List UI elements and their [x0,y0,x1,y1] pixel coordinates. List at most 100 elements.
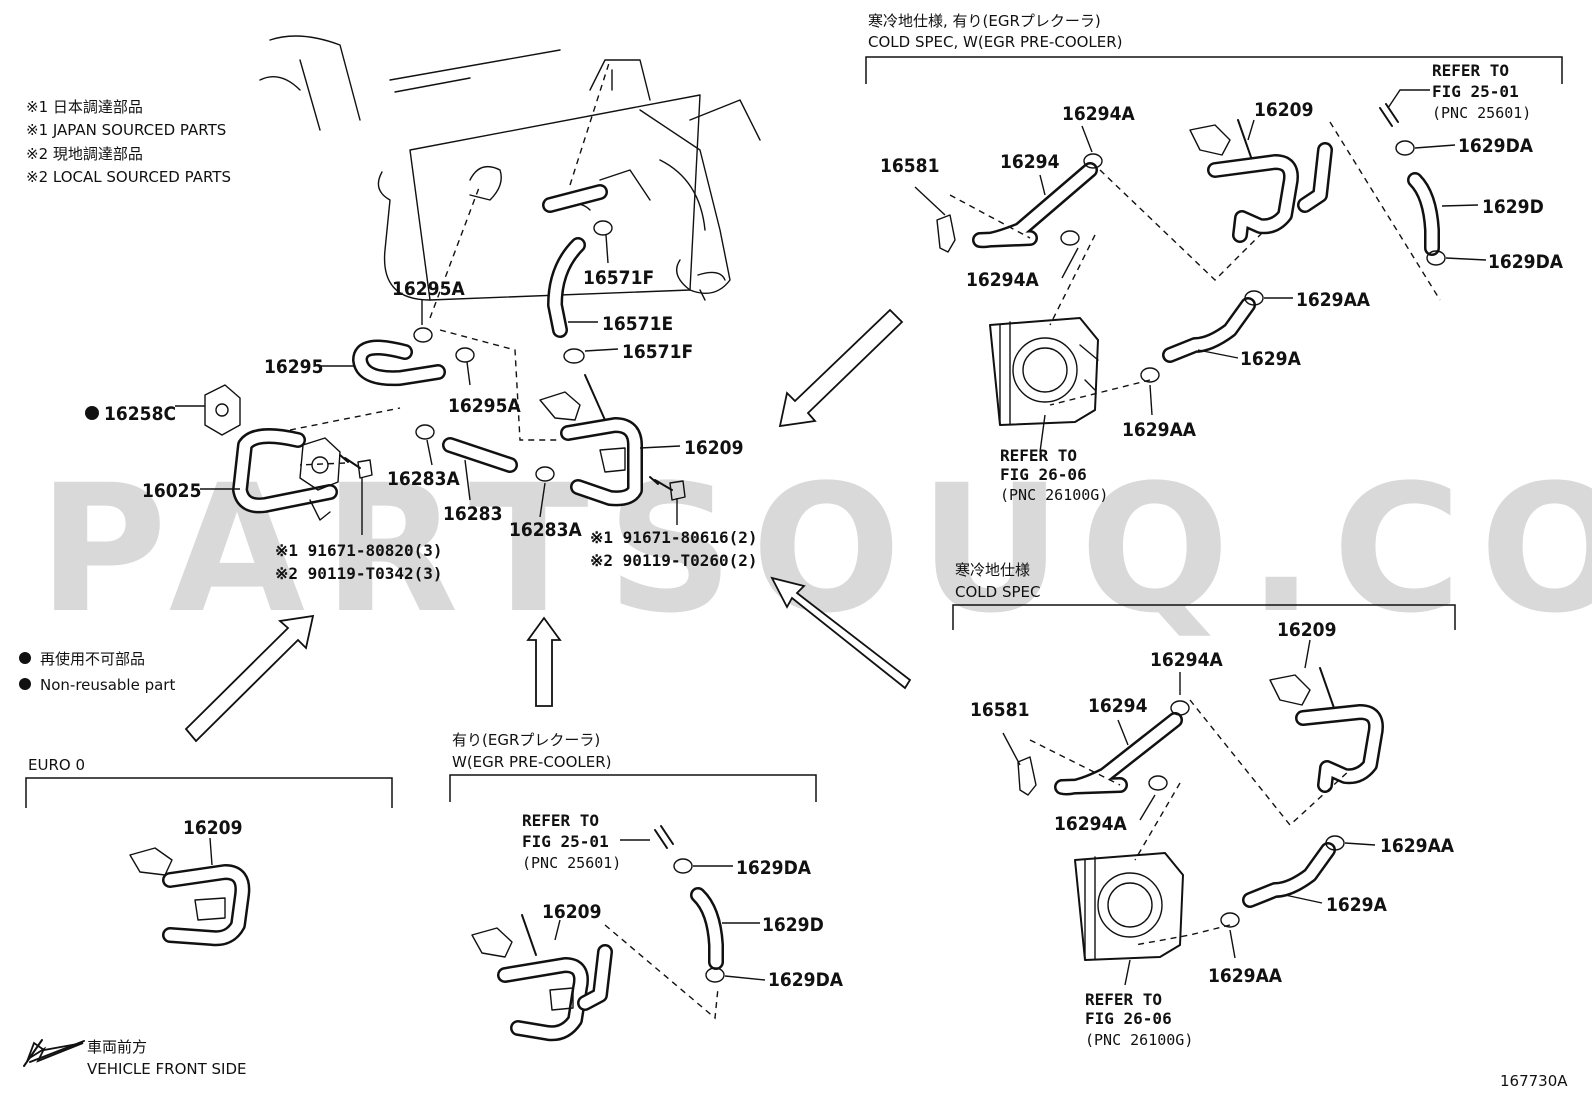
part-16283: 16283 [443,503,502,525]
section-cold-title-jp: 寒冷地仕様 [955,561,1030,579]
cold-part-16294A-bottom: 16294A [1054,813,1127,835]
arrow-cold-egr [778,308,904,428]
arrow-euro0 [184,614,315,743]
legend: ※1 日本調達部品 ※1 JAPAN SOURCED PARTS ※2 現地調達… [19,98,1568,1090]
direction-arrows [23,308,912,1067]
pipe-16025 [204,384,341,521]
cold-egr-refer-2: FIG 26-06 [1000,465,1087,484]
section-cold-egr: 寒冷地仕様, 有り(EGRプレクーラ) COLD SPEC, W(EGR PRE… [865,12,1564,504]
egr-refer-1: REFER TO [522,811,599,830]
cold-egr-part-1629A: 1629A [1240,348,1302,370]
cold-egr-refer-3: (PNC 26100G) [1000,486,1108,504]
section-bracket [865,56,1563,84]
hose-16295 [352,327,475,387]
non-reusable-dot-icon [19,652,31,664]
bolt-right [649,476,686,501]
cold-refer-2: FIG 26-06 [1085,1009,1172,1028]
pipe-16209-main [539,374,643,507]
part-16571F-top: 16571F [583,267,654,289]
figure-number: 167730A [1500,1072,1568,1090]
section-bracket [952,604,1456,630]
legend-nonreuse-jp: 再使用不可部品 [40,650,145,668]
legend-en1: ※1 JAPAN SOURCED PARTS [26,121,226,139]
arrow-cold [770,576,912,690]
cold-part-16294A-top: 16294A [1150,649,1223,671]
part-16025: 16025 [142,480,201,502]
egr-part-1629DA-bottom: 1629DA [768,969,844,991]
bolt-right-jp: ※1 91671-80616(2) [590,528,758,547]
legend-nonreuse-en: Non-reusable part [40,676,175,694]
section-bracket [25,777,393,808]
cold-egr-part-1629DA-bottom: 1629DA [1488,251,1564,273]
legend-en2: ※2 LOCAL SOURCED PARTS [26,168,231,186]
part-16295: 16295 [264,356,323,378]
non-reusable-dot-icon [19,678,31,690]
egr-part-16209: 16209 [542,901,601,923]
section-euro0: EURO 0 16209 [25,756,393,947]
section-bracket [449,774,817,802]
legend-jp2: ※2 現地調達部品 [26,145,143,163]
section-egr: 有り(EGRプレクーラ) W(EGR PRE-COOLER) REFER TO … [449,731,844,1042]
legend-jp1: ※1 日本調達部品 [26,98,143,116]
part-16295A-bottom: 16295A [448,395,521,417]
arrow-egr [526,616,562,707]
hose-16571 [542,184,613,364]
cold-egr-part-1629AA-top: 1629AA [1296,289,1371,311]
part-16571F-bottom: 16571F [622,341,693,363]
cold-egr-part-16294A-bottom: 16294A [966,269,1039,291]
cold-egr-part-16294A-top: 16294A [1062,103,1135,125]
cold-egr-part-16209: 16209 [1254,99,1313,121]
cold-refer-1: REFER TO [1085,990,1162,1009]
bolt-left-jp: ※1 91671-80820(3) [275,541,443,560]
main-part-labels: 16295A 16295 16295A 16258C 16025 16571F … [85,267,758,583]
section-euro0-title: EURO 0 [28,756,85,774]
section-cold-egr-title-en: COLD SPEC, W(EGR PRE-COOLER) [868,33,1123,51]
non-reusable-dot-icon [85,406,99,420]
cold-egr-refer-1: REFER TO [1000,446,1077,465]
egr-refer-3: (PNC 25601) [522,854,621,872]
section-cold-egr-title-jp: 寒冷地仕様, 有り(EGRプレクーラ) [868,12,1101,30]
cold-egr-part-1629D: 1629D [1482,196,1544,218]
cold-part-1629AA-bottom: 1629AA [1208,965,1283,987]
section-cold-title-en: COLD SPEC [955,583,1040,601]
cold-part-16209: 16209 [1277,619,1336,641]
egr-part-1629DA-top: 1629DA [736,857,812,879]
section-cold: 寒冷地仕様 COLD SPEC 16209 1629 [952,561,1456,1049]
vehicle-front-jp: 車両前方 [87,1038,147,1056]
cold-egr-part-1629DA-top: 1629DA [1458,135,1534,157]
section-egr-title-jp: 有り(EGRプレクーラ) [452,731,600,749]
cold-egr-part-16294: 16294 [1000,151,1060,173]
cold-egr-part-16581: 16581 [880,155,939,177]
hose-16283 [415,424,555,482]
bolt-left-local: ※2 90119-T0342(3) [275,564,443,583]
cold-part-16581: 16581 [970,699,1029,721]
cold-part-1629A: 1629A [1326,894,1388,916]
part-16283A-right: 16283A [509,519,582,541]
bolt-right-local: ※2 90119-T0260(2) [590,551,758,570]
cold-part-16294: 16294 [1088,695,1148,717]
part-16571E: 16571E [602,313,673,335]
dash-lines-main [289,59,611,466]
watermark: PARTSOUQ.COM [38,447,1592,652]
section-egr-title-en: W(EGR PRE-COOLER) [452,753,612,771]
part-16295A-top: 16295A [392,278,465,300]
egr-refer-2: FIG 25-01 [522,832,609,851]
refer-top-2: FIG 25-01 [1432,82,1519,101]
bolt-left [339,454,373,479]
refer-top-1: REFER TO [1432,61,1509,80]
vehicle-front-arrow-icon [23,1039,85,1067]
vehicle-front-en: VEHICLE FRONT SIDE [87,1060,247,1078]
cold-part-1629AA-top: 1629AA [1380,835,1455,857]
cold-egr-part-1629AA-bottom: 1629AA [1122,419,1197,441]
part-16258C: 16258C [104,403,176,425]
part-16283A-left: 16283A [387,468,460,490]
egr-part-1629D: 1629D [762,914,824,936]
part-16209: 16209 [684,437,743,459]
leaders-main [175,234,681,535]
engine-outline [259,35,761,301]
refer-top-3: (PNC 25601) [1432,104,1531,122]
cold-refer-3: (PNC 26100G) [1085,1031,1193,1049]
euro0-part-16209: 16209 [183,817,242,839]
